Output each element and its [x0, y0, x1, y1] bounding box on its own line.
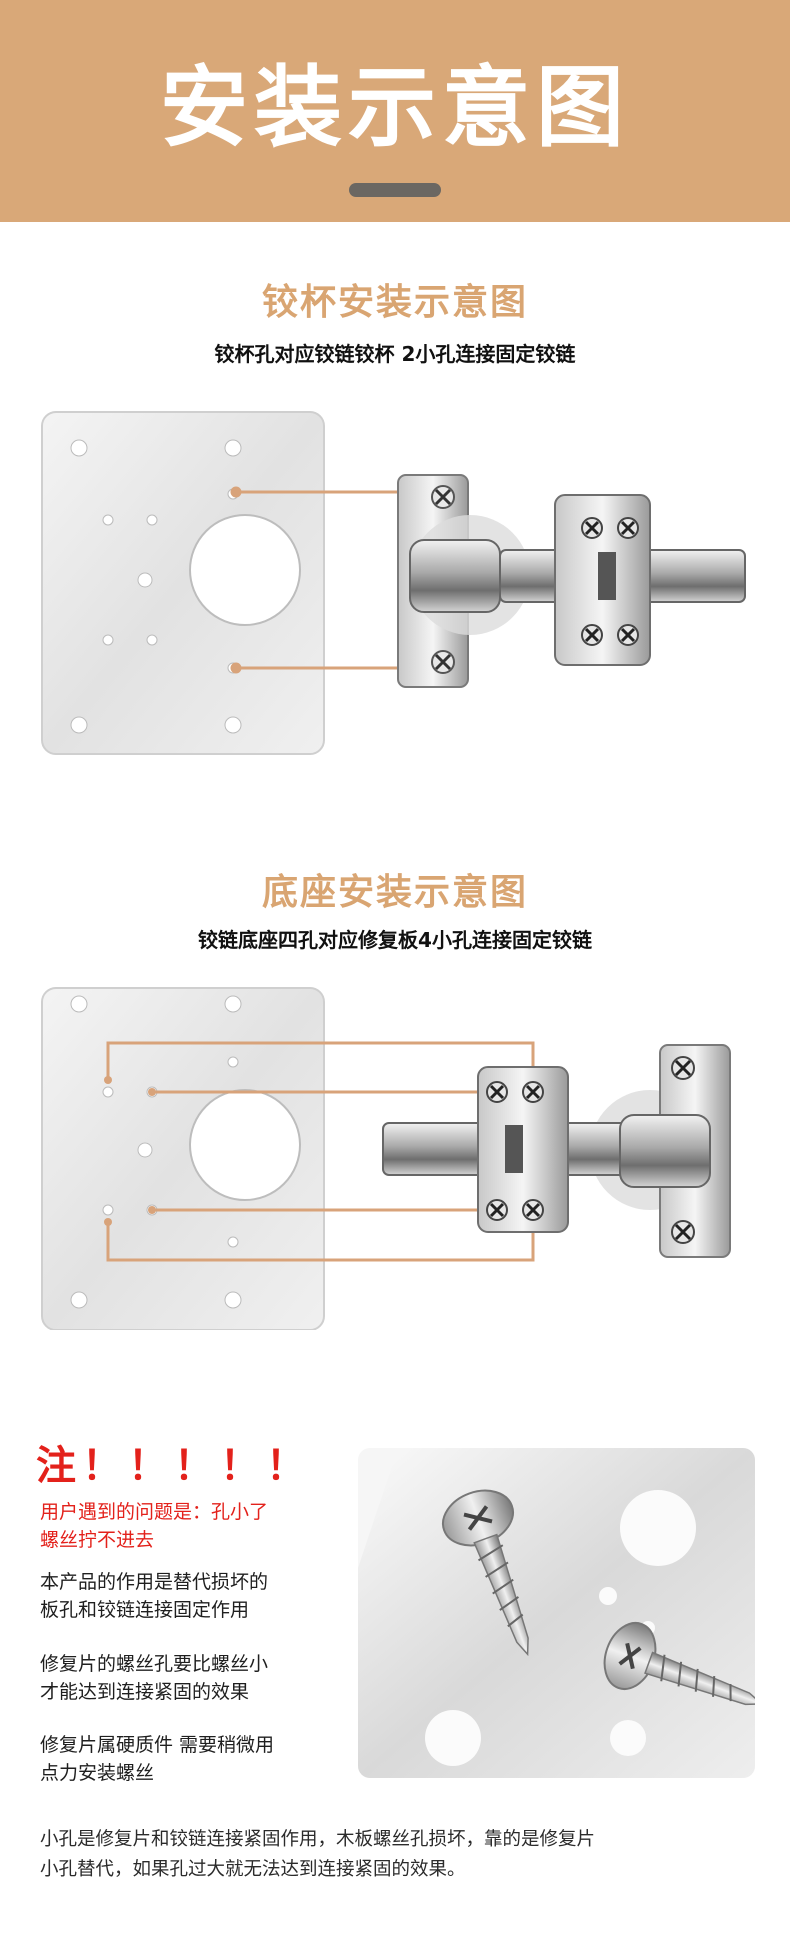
problem-line-2: 螺丝拧不进去	[40, 1529, 155, 1551]
screw-icon	[358, 1448, 755, 1778]
note-paragraph-2-line-1: 修复片的螺丝孔要比螺丝小	[40, 1653, 269, 1675]
note-paragraph-1-line-2: 板孔和铰链连接固定作用	[40, 1599, 250, 1621]
section2-subtitle: 铰链底座四孔对应修复板4小孔连接固定铰链	[198, 928, 592, 952]
banner-divider	[349, 183, 441, 197]
hinge-icon	[382, 1044, 731, 1258]
base-install-diagram	[41, 987, 731, 1330]
section2-title: 底座安装示意图	[261, 872, 528, 913]
cup-install-diagram	[41, 411, 746, 755]
footer-line-2: 小孔替代，如果孔过大就无法达到连接紧固的效果。	[40, 1859, 466, 1880]
connector-lines	[106, 1041, 535, 1262]
section1-subtitle: 铰杯孔对应铰链铰杯 2小孔连接固定铰链	[214, 342, 576, 366]
header-banner: 安装示意图	[0, 0, 790, 222]
note-title: 注！！！！！	[36, 1443, 312, 1489]
page-title: 安装示意图	[159, 56, 630, 159]
hinge-icon	[397, 474, 746, 688]
note-paragraph-3-line-2: 点力安装螺丝	[40, 1762, 155, 1784]
note-paragraph-1: 本产品的作用是替代损坏的 板孔和铰链连接固定作用	[40, 1568, 340, 1624]
note-paragraph-2: 修复片的螺丝孔要比螺丝小 才能达到连接紧固的效果	[40, 1650, 340, 1706]
footer-text: 小孔是修复片和铰链连接紧固作用，木板螺丝孔损坏，靠的是修复片 小孔替代，如果孔过…	[40, 1825, 770, 1885]
note-paragraph-2-line-2: 才能达到连接紧固的效果	[40, 1681, 250, 1703]
section1-title: 铰杯安装示意图	[261, 282, 528, 323]
note-paragraph-3: 修复片属硬质件 需要稍微用 点力安装螺丝	[40, 1731, 340, 1787]
note-paragraph-1-line-1: 本产品的作用是替代损坏的	[40, 1571, 269, 1593]
note-paragraph-3-line-1: 修复片属硬质件 需要稍微用	[40, 1734, 275, 1756]
repair-plate-icon	[41, 987, 325, 1330]
screw-photo	[358, 1448, 755, 1778]
repair-plate-icon	[41, 411, 325, 755]
problem-line-1: 用户遇到的问题是：孔小了	[40, 1501, 269, 1523]
problem-text: 用户遇到的问题是：孔小了 螺丝拧不进去	[40, 1498, 340, 1554]
footer-line-1: 小孔是修复片和铰链连接紧固作用，木板螺丝孔损坏，靠的是修复片	[40, 1829, 596, 1850]
